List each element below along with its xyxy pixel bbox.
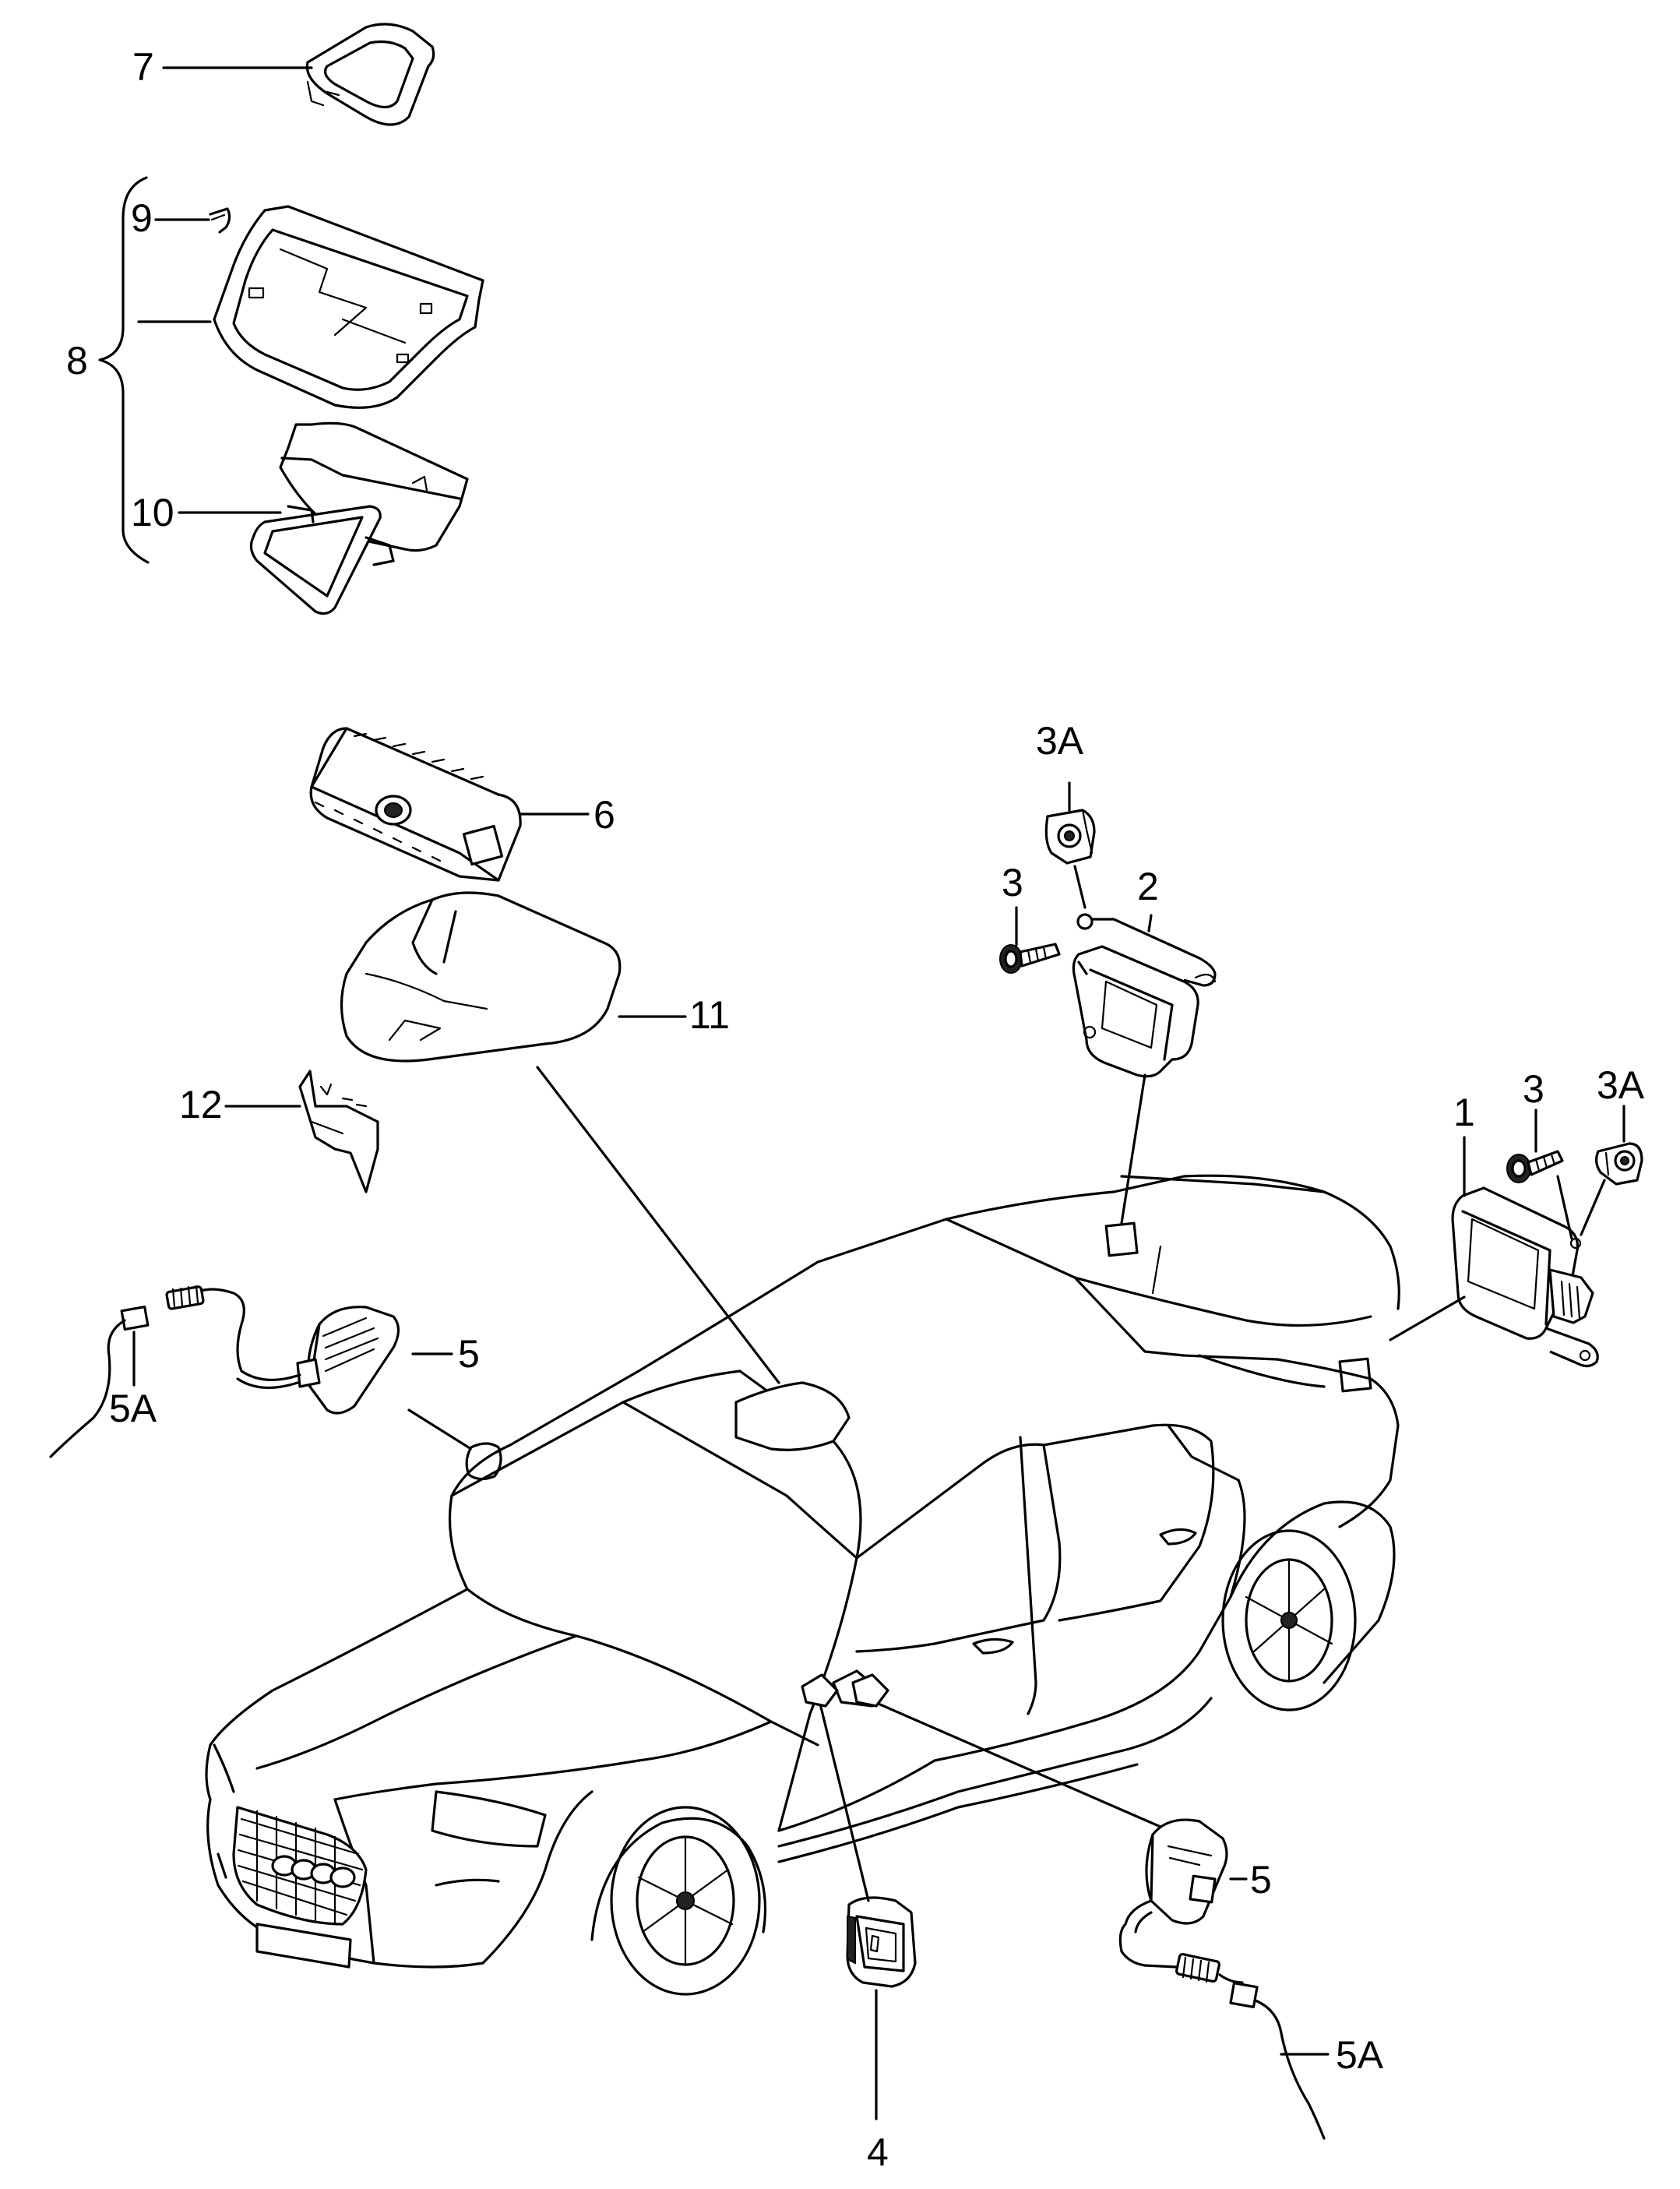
callout-5-left: 5 [458, 1332, 480, 1376]
part-2-control-unit [1072, 913, 1217, 1078]
callout-3a-top: 3A [1036, 719, 1084, 763]
leader-3a-right-to-part [1580, 1179, 1606, 1236]
leader-2-to-car [1120, 1073, 1146, 1225]
leader-5-left-to-car [407, 1408, 475, 1452]
leader-2 [1147, 914, 1153, 932]
marker-2-location [1104, 1221, 1139, 1257]
leader-3a-top-to-part [1073, 865, 1087, 909]
callout-5a-right: 5A [1336, 2033, 1384, 2077]
marker-5-right-location [851, 1673, 889, 1708]
bracket-8 [98, 176, 150, 564]
part-4-switch [846, 1896, 917, 1988]
callout-3a-right: 3A [1597, 1063, 1645, 1107]
part-6-module [309, 727, 522, 882]
callout-12: 12 [179, 1083, 223, 1126]
callout-6: 6 [593, 793, 615, 837]
part-1-control-unit [1451, 1186, 1599, 1368]
part-10-bracket [249, 421, 469, 615]
callout-11: 11 [689, 993, 730, 1037]
callout-9: 9 [131, 196, 153, 240]
marker-11-location [734, 1381, 851, 1451]
leader-5-right-to-car [855, 1693, 1162, 1828]
callout-3-right: 3 [1523, 1067, 1544, 1111]
part-9-clip [209, 207, 231, 234]
part-11-cover [340, 891, 622, 1063]
leader-1-to-car [1389, 1295, 1466, 1341]
callout-10: 10 [131, 491, 174, 534]
part-5-sensor-right [1118, 1818, 1326, 2140]
leader-3-right-to-part [1556, 1175, 1573, 1240]
callout-4: 4 [867, 2131, 889, 2174]
callout-7: 7 [132, 45, 154, 89]
part-3a-nut-top [1044, 809, 1096, 865]
leader-11-to-car [536, 1066, 780, 1384]
callout-5a-left: 5A [109, 1387, 157, 1430]
part-12-bracket [298, 1070, 379, 1193]
part-8-tray [213, 205, 484, 409]
callout-1: 1 [1453, 1091, 1475, 1134]
marker-4-location [801, 1673, 839, 1708]
part-3-screw-top [999, 943, 1061, 974]
callout-8: 8 [66, 339, 88, 382]
callout-2: 2 [1137, 865, 1159, 908]
callout-3-top: 3 [1002, 861, 1023, 904]
part-5-sensor-left [49, 1285, 400, 1458]
part-3a-nut-right [1595, 1142, 1643, 1186]
washer-right [1569, 1237, 1582, 1250]
callout-5-right: 5 [1250, 1858, 1272, 1902]
leader-4-to-car [816, 1693, 870, 1902]
part-3-screw-right [1506, 1150, 1564, 1183]
car-illustration [205, 1174, 1400, 1996]
part-7-cover [305, 23, 435, 126]
